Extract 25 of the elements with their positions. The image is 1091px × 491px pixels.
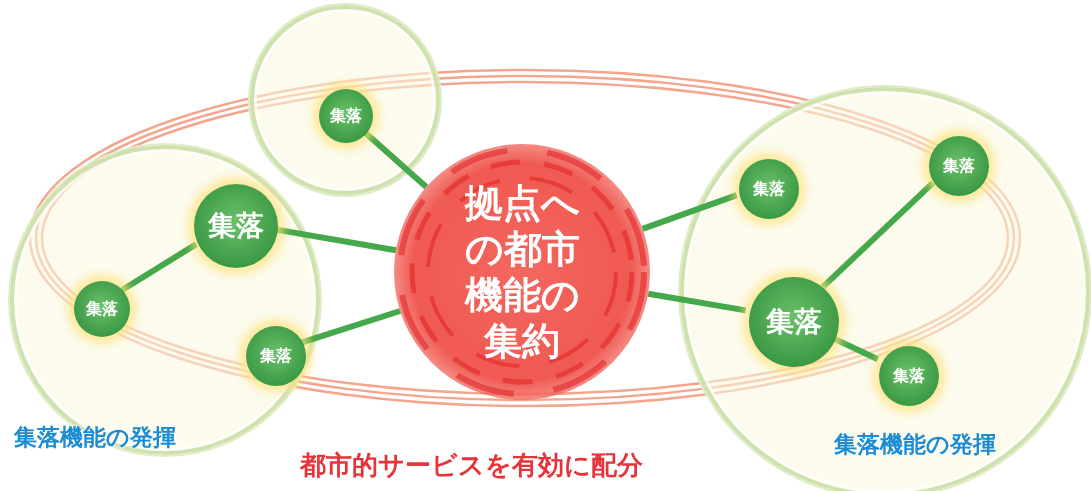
settlement-circle [879, 346, 939, 406]
settlement-circle [246, 326, 306, 386]
hub-label: 拠点への都市機能の集約 [463, 180, 581, 364]
settlement-label: 集落 [330, 105, 362, 127]
region-label: 集落機能の発揮 [834, 430, 996, 459]
connector-line [299, 308, 401, 346]
settlement-circle [194, 184, 278, 268]
settlement-label: 集落 [86, 298, 118, 320]
settlement-label: 集落 [893, 365, 925, 387]
settlement-circle [739, 159, 799, 219]
connector-line [120, 241, 198, 293]
connector-line [647, 290, 747, 314]
region-label: 集落機能の発揮 [14, 423, 176, 452]
settlement-circle [74, 281, 130, 337]
settlement-circle [929, 136, 989, 196]
settlement-label: 集落 [943, 155, 975, 177]
settlement-label: 集落 [260, 345, 292, 367]
settlement-label: 集落 [753, 178, 785, 200]
caption-text: 都市的サービスを有効に配分 [300, 449, 643, 482]
settlement-label: 集落 [208, 208, 264, 244]
settlement-circle [319, 89, 373, 143]
connector-line [641, 192, 738, 232]
settlement-label: 集落 [766, 304, 822, 340]
settlement-circle [749, 277, 839, 367]
connector-line [820, 180, 936, 290]
